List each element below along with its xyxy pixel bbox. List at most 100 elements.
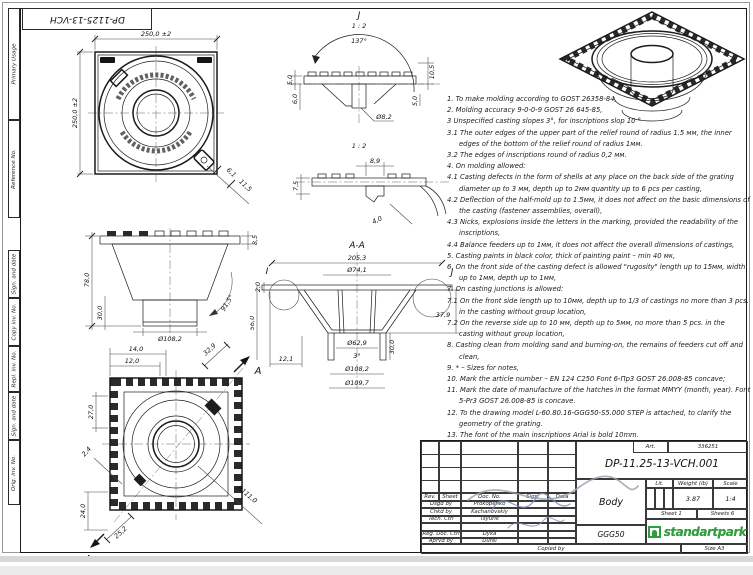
dim-label: 56,0	[250, 316, 256, 330]
tb-date-cell	[548, 530, 576, 538]
window-strip	[0, 556, 753, 562]
note-line: 7.2 On the reverse side up to 10 мм, dep…	[447, 319, 725, 339]
note-line: 7. On casting junctions is allowed:	[447, 285, 564, 294]
grate-ribs	[107, 230, 229, 237]
margin-label: Orig. inv. No.	[11, 454, 18, 491]
view-detail-j: J 1 : 2 137° 5,0 6,0 10,5 5,0 Ø8,2 1 : 2	[286, 11, 442, 150]
tb-date-cell	[548, 515, 576, 523]
dim-label: 250,0 ±2	[71, 98, 79, 128]
dim-label: 6,0	[291, 94, 299, 104]
tb-name: Durel	[461, 538, 518, 544]
tb-col-sheet: Sheet	[439, 493, 461, 501]
top-stamp-box: DP-1125-13-VCH	[22, 8, 152, 30]
note-line: 2. Molding accuracy 9-0-0-9 GOST 26 645-…	[447, 106, 603, 115]
section-title: A-A	[348, 241, 365, 251]
tb-weight-label: Weight (lb)	[673, 479, 713, 488]
tb-date-cell	[548, 538, 576, 544]
margin-label: Sign. and date	[11, 395, 17, 437]
tb-part-name-cell: Body	[576, 479, 646, 525]
title-block: Rev. Sheet Doc. No. Sign. Data Dsgd by P…	[420, 440, 748, 554]
dim-label: Ø74,1	[346, 266, 367, 274]
dim-label: 25,2	[113, 525, 129, 541]
note-line: 3.1 The outer edges of the upper part of…	[447, 128, 732, 148]
view-isometric	[558, 11, 746, 122]
hinge-detail	[193, 149, 215, 171]
dim-label: Ø109,7	[344, 379, 370, 387]
tb-name: Dyka	[461, 530, 518, 538]
margin-label: Sign. and date	[11, 253, 17, 295]
margin-box-copy-inv: Copy inv. No.	[8, 298, 20, 346]
tb-role: Chkd by	[421, 508, 461, 516]
tb-name: Tsyurik	[461, 515, 518, 523]
dim-label: 78,0	[83, 273, 91, 287]
detail-marker: J	[449, 268, 454, 278]
margin-label: Copy inv. No.	[11, 303, 17, 341]
window-strip	[0, 566, 753, 575]
view-plan-bottom: A A 14,0 12,0 32,9 27,0 2,4 24,0 25,2 R1…	[79, 341, 263, 565]
dim-label: 6,1	[225, 166, 238, 179]
tb-sign-cell	[518, 538, 548, 544]
tb-role: Tech. Ctrl	[421, 515, 461, 523]
arc-arrowhead	[312, 55, 320, 64]
view-elevation: 78,0 30,0 8,5 91,5° Ø108,2	[83, 228, 259, 342]
grate-ribs	[317, 173, 411, 179]
note-line: 7.1 On the front side length up to 10мм,…	[447, 296, 749, 316]
note-line: 3 Unspecified casting slopes 3°, for ins…	[447, 117, 642, 126]
brand-logo-icon	[647, 525, 661, 538]
detail-scale: 1 : 2	[352, 22, 367, 30]
dim-label: 24,0	[79, 504, 87, 518]
tb-grid-line	[421, 454, 576, 455]
dim-label: 2,0	[254, 282, 262, 292]
tb-sign-cell	[518, 523, 548, 531]
lock-boss	[133, 473, 147, 487]
dim-label: 30,0	[388, 340, 396, 354]
tb-doc-number: DP-11.25-13-VCH.001	[605, 458, 719, 470]
signature-scribble	[467, 475, 639, 501]
tb-scale-label: Scale	[713, 479, 748, 488]
dim-label: 37,9	[436, 311, 450, 319]
note-line: 6. On the front side of the casting defe…	[447, 263, 746, 283]
dim-label: Ø62,9	[346, 339, 367, 347]
margin-box-orig-inv: Orig. inv. No.	[8, 440, 20, 505]
note-line: 4. On molding allowed:	[447, 162, 526, 171]
signature-scribble	[507, 516, 565, 529]
tb-material-cell: GGG50	[576, 525, 646, 544]
tb-art-label: Art.	[633, 441, 668, 453]
margin-label: Repl. inv. No.	[11, 350, 18, 388]
tb-copied-by: Copied by	[421, 544, 681, 554]
detail-scale: 1 : 2	[352, 142, 367, 150]
section-letter: A	[254, 366, 262, 377]
signatures-overlay	[467, 475, 639, 529]
detail-marker: I	[266, 267, 269, 277]
margin-box-sign-date-2: Sign. and date	[8, 392, 20, 440]
tb-date-cell	[548, 500, 576, 508]
grate-ribs	[307, 71, 413, 77]
dim-label: 250,0 ±2	[141, 30, 171, 38]
tb-lit-sub	[646, 488, 655, 509]
tb-col-doc-no: Doc. No.	[461, 493, 518, 501]
lock-notch	[109, 68, 129, 88]
embossed-mark	[197, 57, 212, 63]
brand-logo-text: standartpark	[663, 524, 747, 539]
dim-label: Ø108,2	[344, 365, 369, 373]
tb-sign-cell	[518, 508, 548, 516]
dim-label: 2,4	[80, 445, 93, 458]
section-arrow	[90, 539, 100, 548]
tb-grid-line	[421, 467, 576, 468]
tb-material: GGG50	[597, 530, 625, 539]
dim-label: 32,9	[202, 342, 218, 358]
tb-sign-cell	[518, 515, 548, 523]
dim-label: 10,5	[428, 65, 436, 79]
tb-name: Kachanovskiy	[461, 508, 518, 516]
tb-name-empty	[461, 523, 518, 531]
tb-brand-cell: standartpark	[646, 519, 748, 544]
margin-box-sign-date-1: Sign. and date	[8, 250, 20, 298]
tb-role: Reg. Doc. Ctrl	[421, 530, 461, 538]
tb-scale-value: 1:4	[713, 488, 748, 509]
dim-label: 8,9	[370, 157, 380, 165]
tb-weight-value: 3.87	[673, 488, 713, 509]
note-line: 4.4 Balance feeders up to 1мм, it does n…	[447, 240, 735, 249]
dim-label: Ø108,2	[157, 335, 182, 342]
tb-size: Size A3	[681, 544, 748, 554]
